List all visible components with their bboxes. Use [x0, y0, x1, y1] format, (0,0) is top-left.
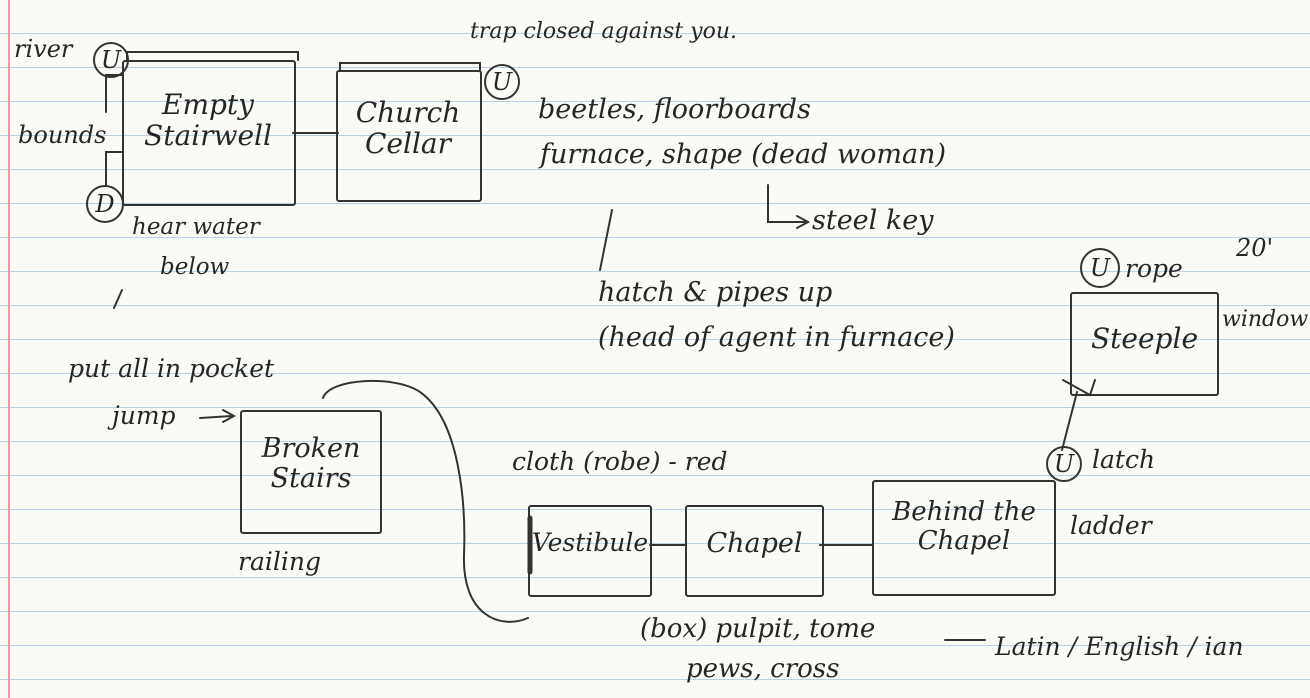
note-below: below: [160, 254, 230, 280]
note-latin: Latin / English / ian: [995, 632, 1244, 661]
note-cloth: cloth (robe) - red: [512, 447, 728, 476]
note-window: window: [1222, 307, 1309, 332]
note-furnace: furnace, shape (dead woman): [540, 139, 946, 170]
room-label: Empty Stairwell: [144, 88, 272, 152]
stairwell-top-flap: [126, 51, 299, 61]
note-head-of-agent: (head of agent in furnace): [598, 322, 955, 353]
down-marker: D: [86, 185, 124, 223]
note-ladder: ladder: [1070, 511, 1152, 540]
up-marker: U: [1080, 248, 1120, 288]
note-railing: railing: [238, 547, 321, 576]
connector-river-up: [105, 74, 123, 113]
up-marker: U: [93, 42, 129, 78]
room-label: Broken Stairs: [261, 433, 361, 494]
note-beetles: beetles, floorboards: [538, 94, 811, 125]
connector-bounds-down: [105, 151, 123, 186]
room-church-cellar: Church Cellar: [336, 70, 482, 202]
up-marker: U: [1046, 446, 1082, 482]
jump-arrowhead: [222, 409, 237, 423]
room-label: Steeple: [1090, 322, 1199, 355]
note-jump: jump: [112, 401, 176, 430]
put-all-pointer: [113, 289, 123, 309]
note-rope: rope: [1125, 254, 1183, 283]
note-trap: trap closed against you.: [470, 19, 738, 44]
steel-key-arrowhead: [796, 215, 811, 229]
room-label: Church Cellar: [355, 96, 461, 160]
note-20-feet: 20': [1236, 234, 1274, 262]
steel-key-arrow: [767, 184, 806, 223]
note-put-all-in-pocket: put all in pocket: [68, 354, 275, 383]
note-latch: latch: [1092, 445, 1156, 474]
jump-arrow: [199, 415, 233, 419]
up-marker: U: [484, 64, 520, 100]
room-broken-stairs: Broken Stairs: [240, 410, 382, 534]
room-label: Behind the Chapel: [892, 497, 1036, 556]
note-hatch: hatch & pipes up: [598, 277, 833, 308]
note-bounds: bounds: [18, 121, 107, 149]
notebook-margin-line: [8, 0, 10, 698]
room-vestibule: Vestibule: [528, 505, 652, 597]
note-box-pulpit: (box) pulpit, tome: [640, 614, 876, 644]
room-label: Chapel: [706, 528, 803, 559]
cellar-top-flap: [339, 62, 481, 71]
room-chapel: Chapel: [685, 505, 824, 597]
room-behind-the-chapel: Behind the Chapel: [872, 480, 1056, 596]
note-hear-water: hear water: [132, 214, 260, 240]
note-pews: pews, cross: [686, 654, 840, 684]
connector-steeple-hatch: [1061, 391, 1078, 451]
room-empty-stairwell: Empty Stairwell: [122, 60, 296, 206]
room-label: Vestibule: [531, 528, 649, 557]
broken-stairs-to-vestibule-line: [322, 379, 529, 623]
note-steel-key: steel key: [812, 205, 934, 236]
room-steeple: Steeple: [1070, 292, 1219, 396]
furnace-to-hatch-line: [599, 209, 613, 271]
note-river: river: [14, 35, 73, 63]
